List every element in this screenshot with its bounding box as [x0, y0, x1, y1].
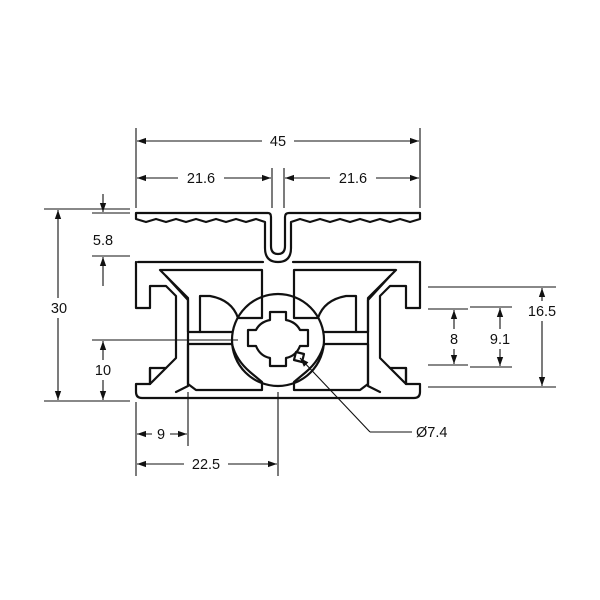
label-bottom-offset: 10 [95, 363, 111, 379]
top-flange [134, 211, 422, 264]
label-slot-inner: 9.1 [490, 332, 510, 348]
label-half-width-right: 21.6 [339, 171, 367, 187]
right-lower-lip [388, 366, 408, 386]
center-bore [246, 310, 310, 368]
label-bore-diameter: Ø7.4 [416, 425, 447, 441]
dimension-labels: 45 21.6 21.6 30 5.8 10 9 22.5 Ø7.4 16.5 … [51, 134, 556, 473]
label-center-offset: 22.5 [192, 457, 220, 473]
label-overall-width: 45 [270, 134, 286, 150]
left-web [164, 274, 234, 394]
label-slot-offset: 9 [157, 427, 165, 443]
body-outer [134, 260, 422, 400]
left-lower-lip [148, 366, 168, 386]
leader-bore-diameter [299, 357, 371, 433]
label-slot-opening: 8 [450, 332, 458, 348]
right-web [322, 274, 392, 394]
label-half-width-left: 21.6 [187, 171, 215, 187]
profile-outline [134, 211, 422, 400]
dimension-lines [44, 128, 562, 476]
left-lower-cavity [186, 342, 264, 392]
label-overall-height: 30 [51, 301, 67, 317]
label-top-flange: 5.8 [93, 233, 113, 249]
bore-ring [230, 292, 326, 388]
label-slot-height: 16.5 [528, 304, 556, 320]
right-lower-cavity [292, 342, 370, 392]
